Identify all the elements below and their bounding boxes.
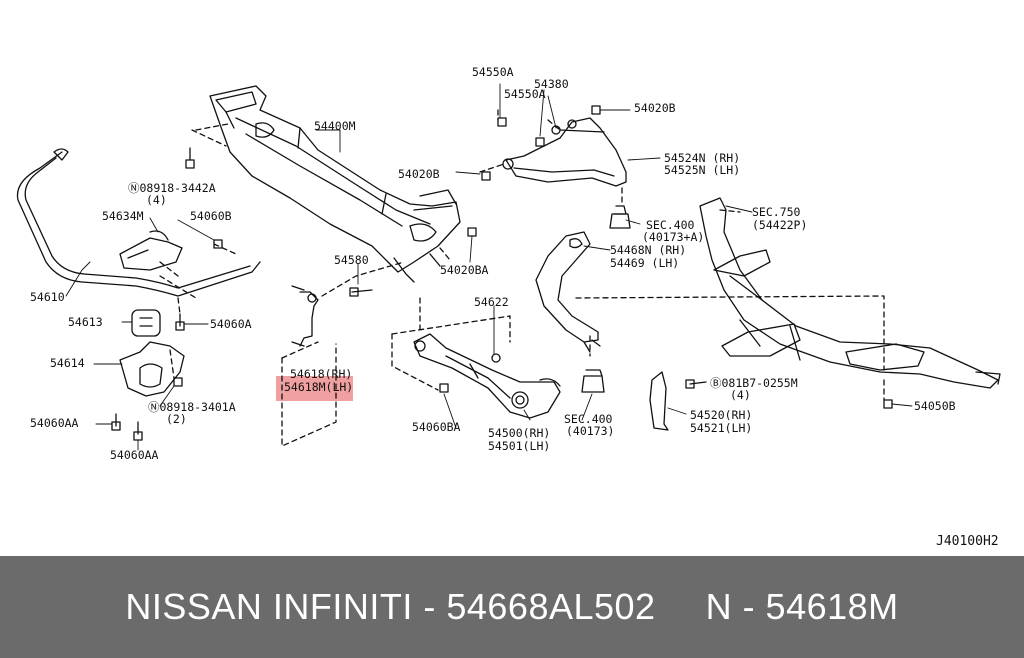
label-40173: (40173) [566,424,615,438]
part-highlight [276,376,353,401]
bushing-54613 [131,309,161,337]
label-54468n: 54468N (RH) [610,243,687,257]
bracket-54614 [119,341,185,397]
stabilizer-link [299,291,319,347]
label-54618m: 54618M(LH) [284,380,354,394]
label-54020ba: 54020BA [440,263,489,277]
label-54525n: 54525N (LH) [664,163,741,177]
label-54613: 54613 [68,315,103,329]
sub-frame [699,197,999,389]
label-40173a: (40173+A) [642,230,705,244]
bracket-54520 [649,371,669,431]
label-54380: 54380 [534,77,569,91]
label-54610: 54610 [30,290,65,304]
label-08918-3401a: Ⓝ08918-3401A [148,400,236,414]
label-081b7-qty: (4) [730,388,751,402]
ball-joint-lower [581,375,605,393]
label-54580: 54580 [334,253,369,267]
label-54550a-1: 54550A [472,65,514,79]
label-54020b-2: 54020B [398,167,440,181]
label-54618: 54618(RH) [290,367,353,381]
label-54060a: 54060A [210,317,252,331]
diagram-drawing [16,83,1001,451]
label-sec400-2: SEC.400 [564,412,613,426]
parts-diagram: 54550A 54380 54550A 54020B 54400M 54524N… [16,65,1001,549]
label-54521: 54521(LH) [690,421,753,435]
label-54050b: 54050B [914,399,956,413]
label-54622: 54622 [474,295,509,309]
label-54060aa-1: 54060AA [30,416,79,430]
lower-arm [413,333,561,419]
label-54550a-2: 54550A [504,87,546,101]
stabilizer-bar [16,151,261,297]
label-54060ba: 54060BA [412,420,461,434]
label-54524n: 54524N (RH) [664,151,741,165]
bracket-54634m [119,237,183,271]
label-54469: 54469 (LH) [610,256,680,270]
label-54060b: 54060B [190,209,232,223]
label-081b7-0255m: Ⓑ081B7-0255M [710,376,798,390]
label-08918-3401a-qty: (2) [166,412,187,426]
label-54634m: 54634M [102,209,144,223]
label-sec400-1: SEC.400 [646,218,695,232]
ball-joint-upper [609,213,631,229]
footer-oem-number: N - 54618M [705,586,899,627]
label-54422p: (54422P) [752,218,808,232]
label-54020b-1: 54020B [634,101,676,115]
label-08918-3442a-qty: (4) [146,193,167,207]
label-54060aa-2: 54060AA [110,448,159,462]
diagram-code: J40100H2 [936,534,999,549]
label-sec750: SEC.750 [752,205,801,219]
upper-arm [505,117,627,187]
label-54400m: 54400M [314,119,356,133]
footer-caption: NISSAN INFINITI - 54668AL502 N - 54618M [0,556,1024,658]
label-54501: 54501(LH) [488,439,551,453]
label-08918-3442a: Ⓝ08918-3442A [128,181,216,195]
label-54614: 54614 [50,356,85,370]
upper-link-54468n [535,231,599,343]
footer-part-number: NISSAN INFINITI - 54668AL502 [125,586,656,627]
label-54500: 54500(RH) [488,426,551,440]
crossmember [209,85,461,273]
label-54520: 54520(RH) [690,408,753,422]
